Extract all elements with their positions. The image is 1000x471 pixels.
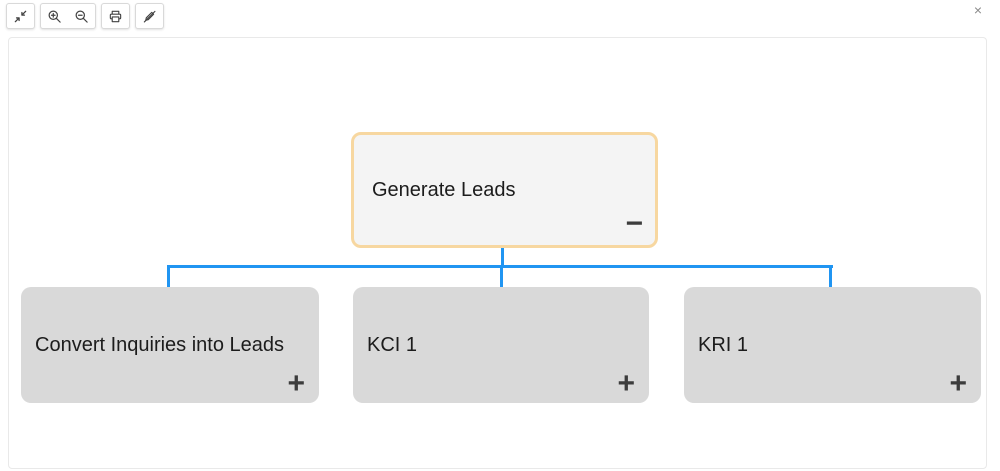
toolbar-group-zoom xyxy=(40,3,96,29)
node-label: KRI 1 xyxy=(698,333,749,356)
node-label: Convert Inquiries into Leads xyxy=(35,333,285,356)
node-label: KCI 1 xyxy=(367,333,418,356)
connector-root-stem xyxy=(501,248,504,266)
expand-toggle[interactable]: + xyxy=(617,367,635,400)
node-convert-inquiries-into-leads[interactable]: Convert Inquiries into Leads + xyxy=(21,287,319,403)
compress-arrows-icon xyxy=(13,9,28,24)
node-generate-leads[interactable]: Generate Leads − xyxy=(351,132,658,248)
printer-icon xyxy=(108,9,123,24)
edit-off-icon xyxy=(142,9,157,24)
fit-to-screen-button[interactable] xyxy=(7,4,34,28)
expand-toggle[interactable]: + xyxy=(287,367,305,400)
node-kri-1[interactable]: KRI 1 + xyxy=(684,287,981,403)
diagram-canvas[interactable]: Generate Leads − Convert Inquiries into … xyxy=(8,37,987,469)
zoom-in-button[interactable] xyxy=(41,4,68,28)
close-button[interactable]: × xyxy=(970,2,986,18)
zoom-in-icon xyxy=(47,9,62,24)
print-button[interactable] xyxy=(102,4,129,28)
zoom-out-icon xyxy=(74,9,89,24)
node-kci-1[interactable]: KCI 1 + xyxy=(353,287,649,403)
close-icon: × xyxy=(973,2,983,18)
expand-toggle[interactable]: + xyxy=(949,367,967,400)
collapse-toggle[interactable]: − xyxy=(625,207,643,240)
toolbar-group-print xyxy=(101,3,130,29)
toolbar-group-edit xyxy=(135,3,164,29)
toolbar-group-fit xyxy=(6,3,35,29)
zoom-out-button[interactable] xyxy=(68,4,95,28)
node-label: Generate Leads xyxy=(372,178,516,201)
connector-drop-child-1 xyxy=(167,265,170,287)
edit-off-button[interactable] xyxy=(136,4,163,28)
connector-drop-child-2 xyxy=(500,265,503,287)
connector-drop-child-3 xyxy=(829,265,832,287)
